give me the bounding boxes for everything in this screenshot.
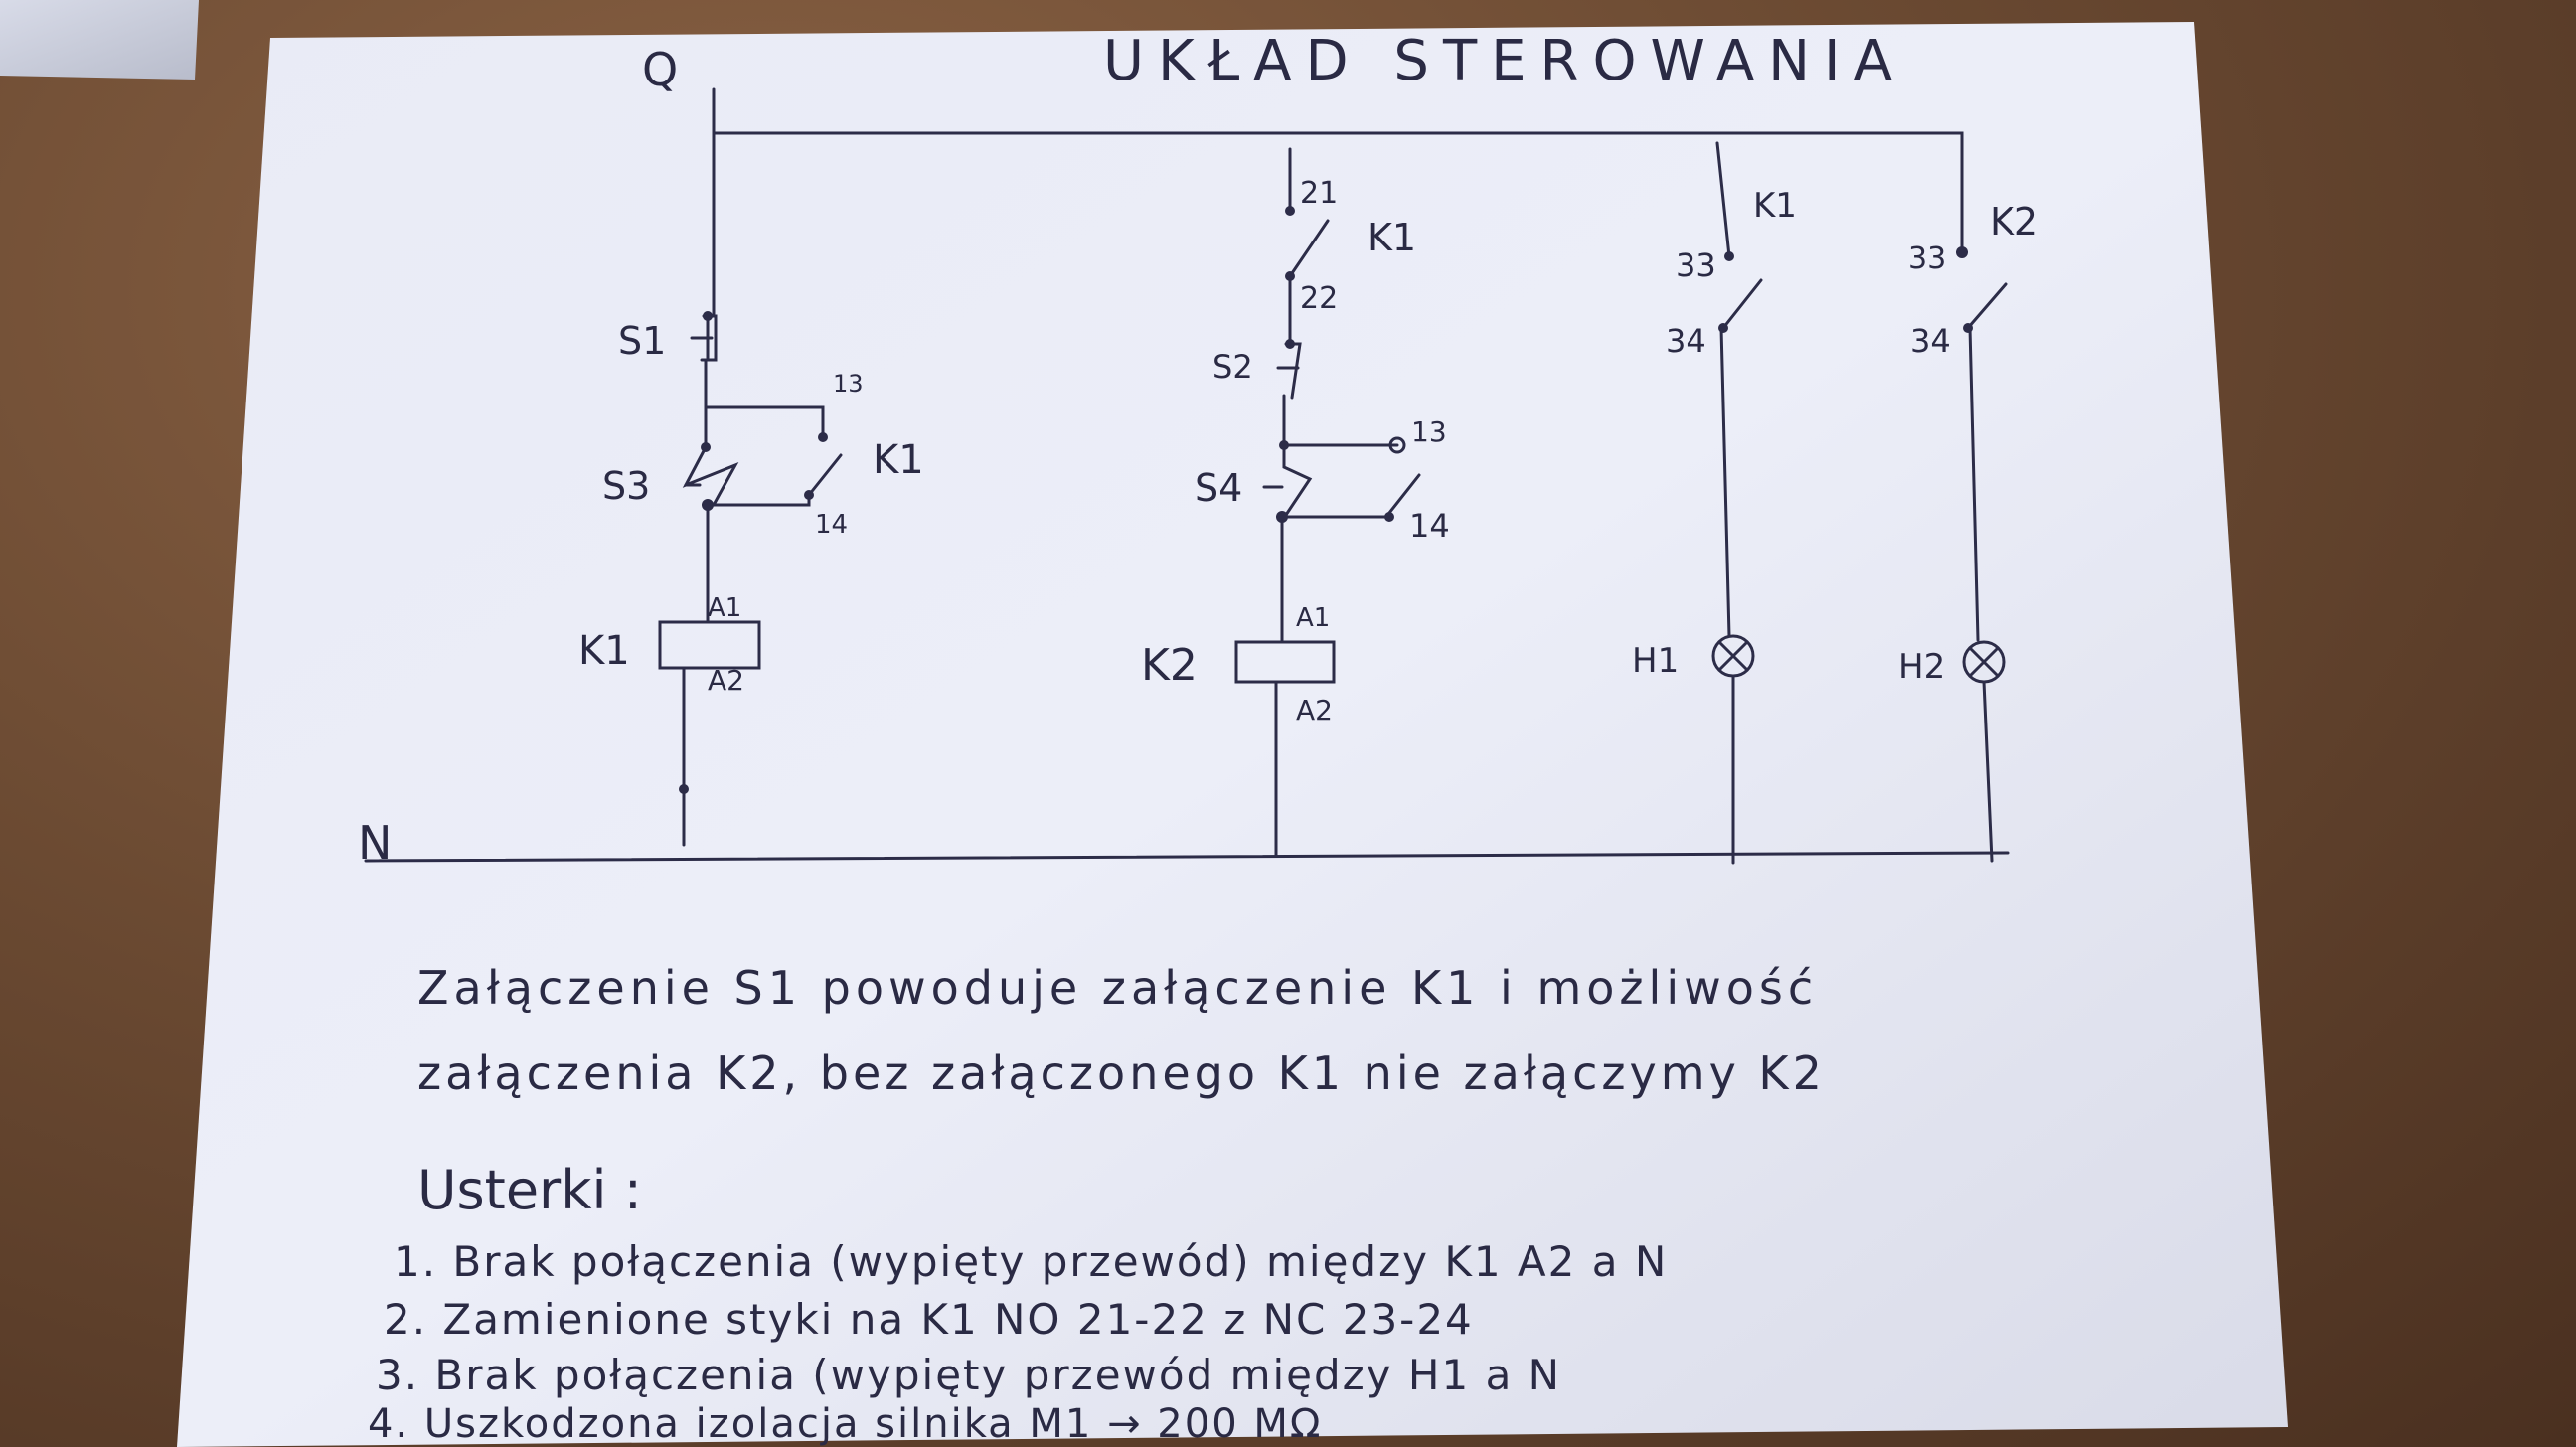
- b4-t34-label: 34: [1910, 322, 1951, 360]
- s4-terminal: [1279, 440, 1289, 450]
- b2-t13-label: 13: [1411, 415, 1447, 448]
- notes-block: Załączenie S1 powoduje załączenie K1 i m…: [368, 961, 1826, 1447]
- q-rail: [712, 131, 1964, 241]
- h2-return: [1982, 680, 1994, 863]
- t13-terminal: [818, 432, 828, 442]
- paper: [177, 22, 2288, 1447]
- branch-4: [1960, 237, 2008, 863]
- t21-terminal: [1285, 206, 1295, 216]
- k2-33-terminal: [1956, 246, 1968, 258]
- k1-junction: [702, 499, 714, 511]
- b3-k1-label: K1: [1753, 186, 1797, 226]
- k1-coil-label: K1: [578, 628, 630, 674]
- b1-a1-label: A1: [708, 593, 741, 623]
- t21-label: 21: [1300, 176, 1338, 211]
- k2-34-terminal: [1963, 323, 1973, 333]
- fault-item-2: 2. Zamienione styki na K1 NO 21-22 z NC …: [384, 1295, 1474, 1344]
- branch-2: [1234, 147, 1421, 857]
- note-line-1: Załączenie S1 powoduje załączenie K1 i m…: [417, 961, 1818, 1015]
- b1-t13-label: 13: [833, 370, 864, 398]
- schematic-labels: Q N S1 13 S3 K1 14 A1 K1 A2 21 K1 22 S2 …: [358, 43, 2038, 870]
- k1-coil: [658, 620, 761, 670]
- schematic-wiring: [364, 87, 2010, 865]
- q-label: Q: [642, 43, 678, 96]
- k1-34-terminal: [1718, 323, 1728, 333]
- n-junction-1: [679, 784, 689, 794]
- b4-t33-label: 33: [1908, 241, 1946, 276]
- k2-coil-label: K2: [1141, 640, 1198, 691]
- k1-33-terminal: [1724, 251, 1734, 261]
- diagram-title: UKŁAD STEROWANIA: [1103, 29, 1906, 93]
- t22-terminal: [1285, 271, 1295, 281]
- t14-terminal: [804, 490, 814, 500]
- s3-contact: [682, 445, 739, 507]
- k2-junction: [1276, 511, 1288, 523]
- branch-1: [658, 314, 843, 847]
- n-label: N: [358, 816, 392, 870]
- b4-k2-label: K2: [1990, 200, 2038, 243]
- b2-k1-label: K1: [1368, 216, 1416, 259]
- b2-t14-label: 14: [1409, 507, 1450, 545]
- stray-paper-corner: [0, 0, 199, 80]
- k1-nc-contact: [1288, 219, 1330, 278]
- fault-item-3: 3. Brak połączenia (wypięty przewód międ…: [376, 1351, 1561, 1399]
- b1-t14-label: 14: [815, 510, 848, 540]
- branch-3: [1711, 141, 1763, 865]
- note-line-2: załączenia K2, bez załączonego K1 nie za…: [417, 1046, 1826, 1100]
- b1-a2-label: A2: [708, 664, 744, 697]
- k2-seal-contact: [1387, 473, 1421, 515]
- b3-t33-label: 33: [1676, 246, 1716, 284]
- h2-feed: [1968, 326, 1980, 642]
- terminal-dots: [679, 206, 1973, 794]
- h1-feed: [1719, 326, 1731, 638]
- s3-terminal: [701, 442, 711, 452]
- s3-label: S3: [602, 464, 650, 508]
- k1-seal-contact: [807, 453, 843, 497]
- k1-no-contact: [1721, 278, 1763, 330]
- fault-item-1: 1. Brak połączenia (wypięty przewód) mię…: [394, 1237, 1668, 1286]
- s4-label: S4: [1195, 466, 1242, 510]
- h1-lamp-cross: [1717, 640, 1749, 672]
- s2-label: S2: [1212, 348, 1253, 386]
- s2-terminal: [1285, 339, 1295, 349]
- s1-terminal: [703, 311, 713, 321]
- h2-lamp-cross: [1968, 646, 2000, 678]
- t14-terminal-2: [1384, 512, 1394, 522]
- b2-a2-label: A2: [1296, 694, 1333, 726]
- t22-label: 22: [1300, 281, 1338, 316]
- s1-parallel: [704, 358, 825, 439]
- k1-no-feed: [1715, 141, 1731, 258]
- faults-header: Usterki :: [417, 1159, 642, 1221]
- k2-coil: [1234, 640, 1336, 684]
- b3-t34-label: 34: [1666, 322, 1706, 360]
- h1-label: H1: [1632, 641, 1679, 681]
- b1-k1-contact-label: K1: [873, 437, 924, 483]
- t13-terminal-2: [1388, 436, 1406, 454]
- k2-no-contact: [1966, 282, 2008, 330]
- b2-a1-label: A1: [1296, 603, 1330, 633]
- fault-item-4: 4. Uszkodzona izolacja silnika M1 → 200 …: [368, 1401, 1322, 1447]
- s4-contact: [1282, 443, 1313, 517]
- s1-label: S1: [618, 319, 666, 363]
- h2-label: H2: [1898, 647, 1945, 687]
